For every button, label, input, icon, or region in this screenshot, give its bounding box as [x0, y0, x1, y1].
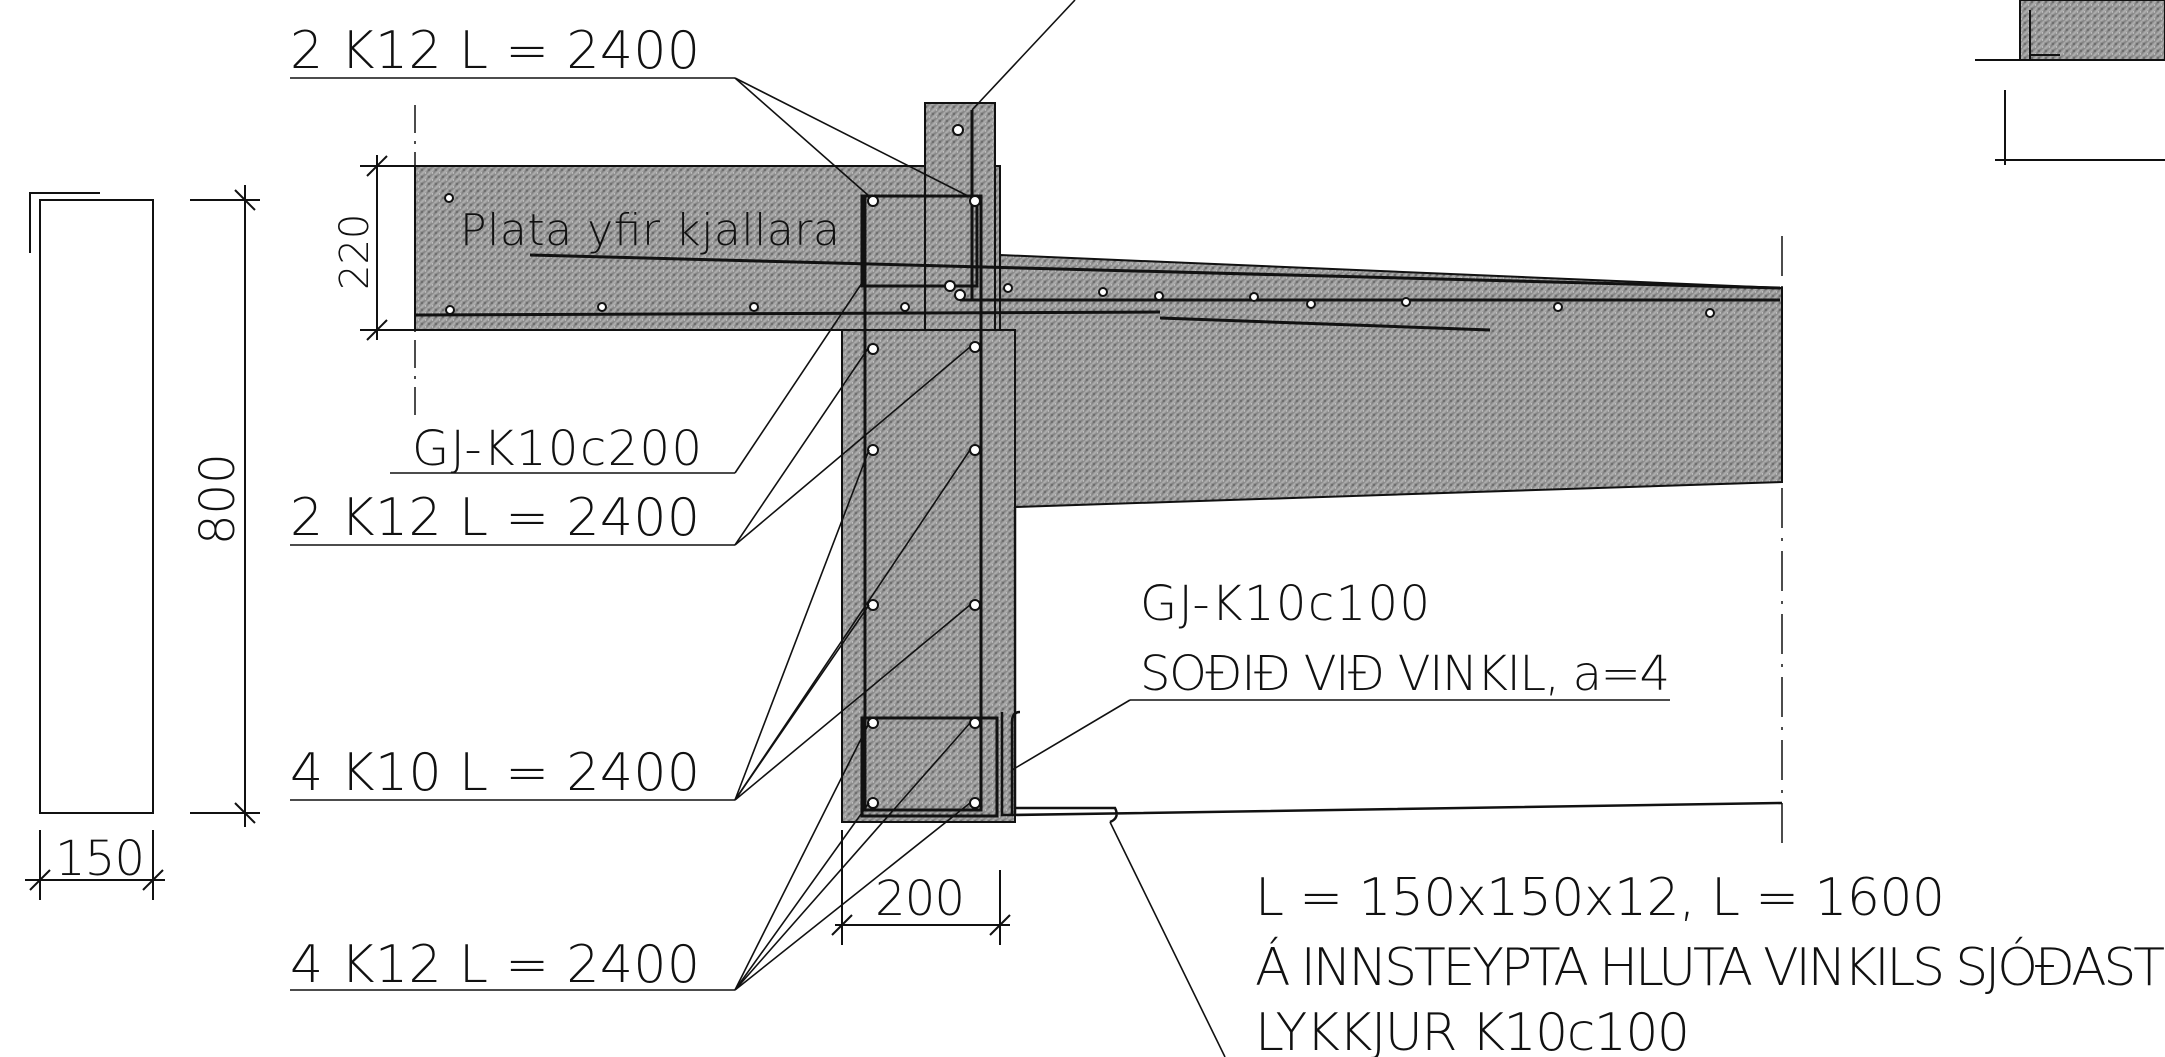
label-dim-800: 800	[190, 453, 246, 545]
label-angle-1: L = 150x150x12, L = 1600	[1255, 868, 1945, 928]
slab-right	[999, 253, 1783, 508]
dimensions	[360, 155, 1011, 945]
edge-beam	[841, 329, 1016, 823]
beam-elevation	[25, 185, 260, 900]
leader-lines	[290, 0, 1670, 1057]
label-angle-2: Á INNSTEYPTA HLUTA VINKILS SJÓÐAST	[1255, 936, 2165, 998]
reinforcement	[414, 110, 1781, 818]
label-dim-150: 150	[55, 831, 145, 887]
break-lines	[414, 105, 1783, 850]
label-stirrup-weld-1: GJ-K10c100	[1140, 576, 1430, 632]
rebar-dots	[444, 124, 1715, 809]
label-bottom-bars: 4 K12 L = 2400	[290, 935, 700, 995]
beam-stirrup	[863, 194, 983, 812]
label-side-bars: 4 K10 L = 2400	[290, 743, 700, 803]
label-stirrup-top: GJ-K10c200	[412, 421, 702, 477]
steel-angle	[1000, 507, 1783, 824]
label-top-bars: 2 K12 L = 2400	[290, 21, 700, 81]
label-angle-3: LYKKJUR K10c100	[1255, 1003, 1690, 1057]
label-stirrup-weld-2: SOÐIÐ VIÐ VINKIL, a=4	[1140, 646, 1670, 702]
label-dim-220: 220	[332, 214, 378, 290]
label-mid-bars: 2 K12 L = 2400	[290, 488, 700, 548]
bottom-stirrup	[860, 716, 999, 818]
label-slab-name: Plata yfir kjallara	[460, 205, 840, 256]
label-dim-200: 200	[875, 871, 965, 927]
corner-detail	[1975, 0, 2165, 165]
